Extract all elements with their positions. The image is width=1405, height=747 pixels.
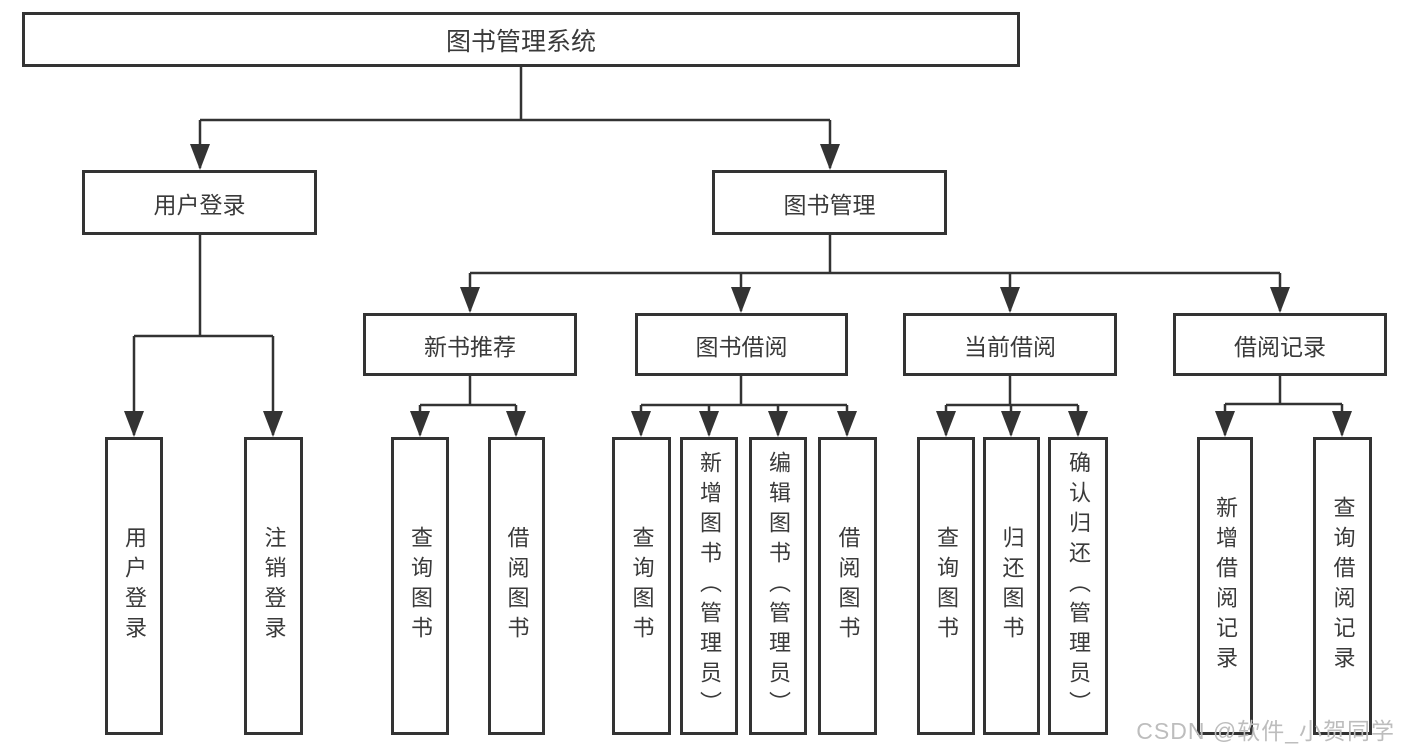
leaf-label: 查询图书 bbox=[934, 526, 959, 646]
leaf-label: 新增图书（管理员） bbox=[697, 451, 722, 721]
leaf-label: 用户登录 bbox=[122, 526, 147, 646]
leaf-label: 借阅图书 bbox=[504, 526, 530, 646]
node-book-borrow: 图书借阅 bbox=[635, 313, 848, 376]
leaf-user-login: 用户登录 bbox=[105, 437, 163, 735]
node-label: 借阅记录 bbox=[1234, 333, 1326, 360]
node-label: 用户登录 bbox=[153, 191, 246, 218]
node-borrow-records: 借阅记录 bbox=[1173, 313, 1387, 376]
node-label: 图书管理系统 bbox=[445, 27, 596, 56]
node-current-borrow: 当前借阅 bbox=[903, 313, 1117, 376]
leaf-confirm-return-admin: 确认归还（管理员） bbox=[1048, 437, 1108, 735]
leaf-label: 确认归还（管理员） bbox=[1066, 451, 1091, 721]
leaf-add-books-admin: 新增图书（管理员） bbox=[680, 437, 738, 735]
leaf-label: 借阅图书 bbox=[835, 526, 861, 646]
leaf-return-books: 归还图书 bbox=[983, 437, 1040, 735]
node-label: 当前借阅 bbox=[964, 333, 1056, 360]
leaf-label: 查询借阅记录 bbox=[1330, 496, 1356, 676]
node-new-book-recommend: 新书推荐 bbox=[363, 313, 577, 376]
node-label: 图书管理 bbox=[783, 191, 876, 218]
csdn-watermark: CSDN @软件_小贺同学 bbox=[1136, 718, 1395, 744]
leaf-query-books-recommend: 查询图书 bbox=[391, 437, 449, 735]
leaf-query-books-current: 查询图书 bbox=[917, 437, 975, 735]
leaf-logout: 注销登录 bbox=[244, 437, 303, 735]
leaf-query-books-borrow: 查询图书 bbox=[612, 437, 671, 735]
node-system-root: 图书管理系统 bbox=[22, 12, 1020, 67]
leaf-add-borrow-record: 新增借阅记录 bbox=[1197, 437, 1253, 735]
leaf-query-borrow-record: 查询借阅记录 bbox=[1313, 437, 1372, 735]
leaf-borrow-books-recommend: 借阅图书 bbox=[488, 437, 545, 735]
leaf-label: 查询图书 bbox=[629, 526, 655, 646]
arrowhead-icons bbox=[124, 144, 1352, 437]
leaf-label: 查询图书 bbox=[408, 526, 433, 646]
leaf-label: 注销登录 bbox=[261, 526, 287, 646]
node-book-management: 图书管理 bbox=[712, 170, 947, 235]
leaf-label: 新增借阅记录 bbox=[1213, 496, 1238, 676]
node-label: 新书推荐 bbox=[424, 333, 516, 360]
leaf-borrow-books: 借阅图书 bbox=[818, 437, 877, 735]
node-user-login: 用户登录 bbox=[82, 170, 317, 235]
leaf-edit-books-admin: 编辑图书（管理员） bbox=[749, 437, 807, 735]
node-label: 图书借阅 bbox=[695, 333, 788, 360]
leaf-label: 编辑图书（管理员） bbox=[766, 451, 791, 721]
leaf-label: 归还图书 bbox=[999, 526, 1025, 646]
